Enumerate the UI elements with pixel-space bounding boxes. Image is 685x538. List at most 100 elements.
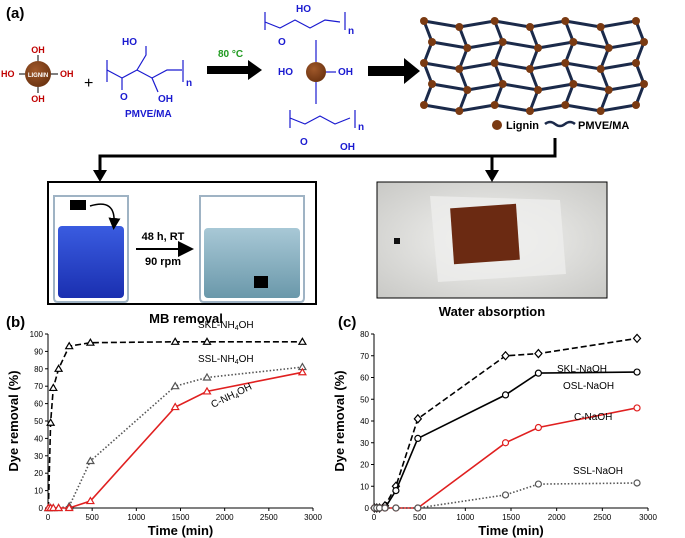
- series-line: [47, 341, 303, 509]
- network-lignin-node: [428, 38, 436, 46]
- network-lignin-node: [534, 44, 542, 52]
- x-tick-label: 2000: [548, 513, 566, 522]
- y-tick-label: 100: [30, 330, 44, 339]
- data-point: [202, 372, 212, 381]
- x-tick-label: 0: [372, 513, 377, 522]
- reaction-arrow: [207, 60, 262, 80]
- legend-pmvema-label: PMVE/MA: [578, 120, 629, 132]
- x-tick-label: 1500: [172, 513, 190, 522]
- mb-removal-panel: 48 h, RT 90 rpm: [47, 181, 317, 305]
- y-tick-label: 80: [34, 365, 43, 374]
- y-tick-label: 40: [34, 434, 43, 443]
- data-point: [501, 491, 510, 499]
- legend-pmvema-line: [544, 120, 576, 128]
- y-tick-label: 20: [360, 461, 369, 470]
- y-tick-label: 10: [34, 487, 43, 496]
- data-point: [633, 368, 641, 376]
- product-n-bottom: n: [358, 122, 364, 133]
- data-point: [501, 350, 510, 361]
- y-tick-label: 60: [360, 374, 369, 383]
- product-oh: OH: [338, 67, 353, 78]
- data-point: [501, 391, 510, 399]
- data-point: [297, 367, 307, 376]
- x-tick-label: 1000: [127, 513, 145, 522]
- branch-arrows: [98, 138, 557, 172]
- network-lignin-node: [596, 65, 605, 73]
- series-label: SSL-NH4OH: [198, 354, 254, 366]
- network-lignin-node: [490, 101, 499, 109]
- network-lignin-node: [428, 80, 436, 88]
- y-tick-label: 30: [34, 452, 43, 461]
- y-tick-label: 40: [360, 417, 369, 426]
- data-point: [632, 333, 642, 344]
- plus-sign: +: [84, 75, 93, 92]
- data-point: [534, 480, 543, 488]
- mb-removal-caption: MB removal: [149, 311, 223, 326]
- x-axis-title: Time (min): [478, 523, 544, 538]
- series-line: [48, 371, 303, 509]
- data-point: [170, 402, 180, 411]
- network-lignin-node: [490, 59, 499, 67]
- hydrogel-sample: [450, 203, 520, 265]
- data-point: [85, 456, 95, 465]
- network-lignin-node: [561, 59, 570, 67]
- beaker-2: [199, 195, 305, 303]
- network-lignin-node: [420, 17, 428, 25]
- network-lignin-node: [561, 101, 570, 109]
- network-lignin-node: [632, 17, 640, 25]
- data-point: [413, 413, 423, 424]
- data-point: [414, 504, 422, 512]
- y-tick-label: 0: [365, 504, 370, 513]
- y-tick-label: 10: [360, 482, 369, 491]
- data-point: [85, 338, 95, 346]
- y-tick-label: 30: [360, 439, 369, 448]
- x-tick-label: 3000: [304, 513, 322, 522]
- network-lignin-node: [498, 80, 507, 88]
- water-absorption-caption: Water absorption: [439, 304, 545, 319]
- data-point: [633, 404, 641, 412]
- y-axis-title: Dye removal (%): [6, 370, 21, 471]
- y-tick-label: 90: [34, 347, 43, 356]
- x-tick-label: 500: [413, 513, 427, 522]
- data-point: [170, 381, 180, 390]
- pmvema-n: n: [186, 78, 192, 89]
- network-lignin-node: [455, 107, 464, 115]
- data-point: [54, 364, 64, 372]
- data-point: [633, 479, 641, 487]
- x-tick-label: 500: [85, 513, 99, 522]
- legend-lignin-dot: [492, 120, 502, 130]
- x-axis-title: Time (min): [148, 523, 214, 538]
- data-point: [534, 369, 543, 377]
- data-point: [64, 341, 74, 350]
- network-lignin-node: [420, 101, 428, 109]
- network-lignin-node: [455, 65, 464, 73]
- series-label: C-NaOH: [574, 412, 612, 423]
- network-arrow: [368, 58, 420, 84]
- data-point: [392, 504, 400, 512]
- oh-right: OH: [60, 69, 74, 79]
- data-point: [202, 386, 212, 395]
- data-point: [48, 503, 58, 512]
- data-point: [85, 496, 95, 505]
- product-ho-top: HO: [296, 4, 311, 15]
- x-tick-label: 2500: [260, 513, 278, 522]
- series-label: SSL-NaOH: [573, 466, 623, 477]
- x-tick-label: 0: [46, 513, 51, 522]
- y-axis-title: Dye removal (%): [332, 370, 347, 471]
- series-label: SKL-NaOH: [557, 364, 607, 375]
- pmvema-structure: [106, 46, 184, 93]
- pmvema-methoxy: O: [120, 92, 128, 103]
- condition-rpm: 90 rpm: [145, 256, 181, 268]
- series-label: OSL-NaOH: [563, 381, 614, 392]
- network-lignin-node: [526, 65, 534, 73]
- crosslinked-product: HO OH HO n n OH O O: [264, 4, 364, 153]
- x-tick-label: 2500: [593, 513, 611, 522]
- network-lignin-node: [596, 23, 605, 31]
- network-lignin-node: [534, 86, 542, 94]
- panel-a-label: (a): [6, 5, 24, 22]
- ho-left: HO: [1, 69, 15, 79]
- network-lignin-node: [632, 59, 640, 67]
- y-tick-label: 80: [360, 330, 369, 339]
- water-absorption-photo: [376, 181, 608, 299]
